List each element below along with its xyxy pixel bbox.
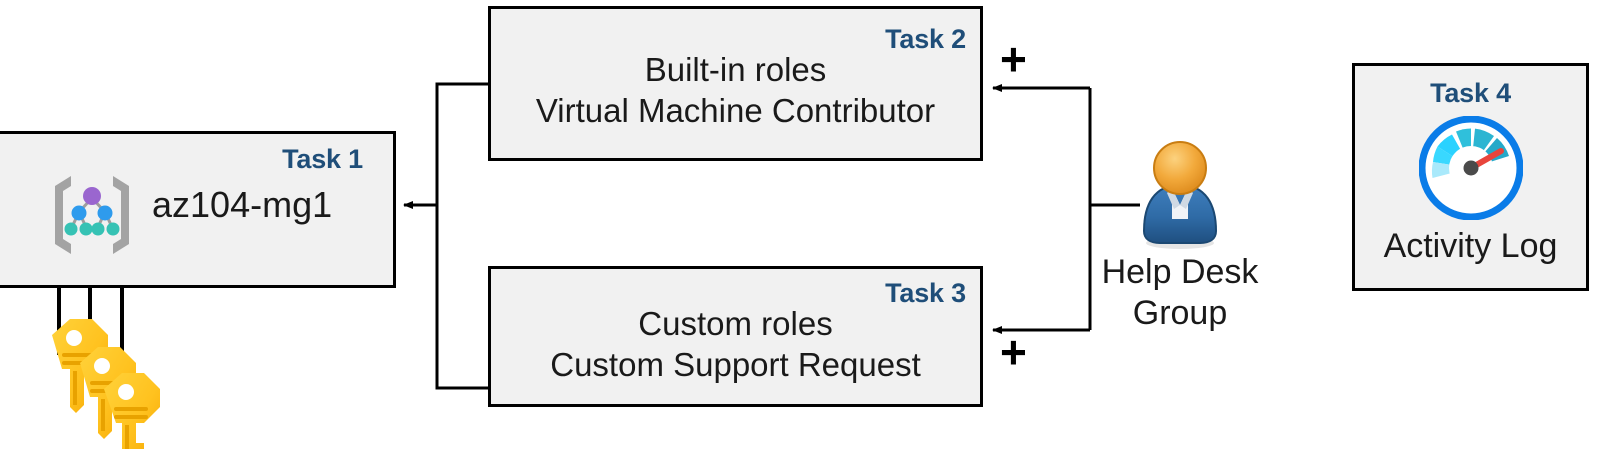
- task-1-label: Task 1: [282, 144, 363, 174]
- task-1-title: az104-mg1: [152, 184, 333, 225]
- task-4-label: Task 4: [1430, 78, 1511, 108]
- actor-label: Help Desk Group: [1068, 252, 1292, 335]
- task-3-line-1: Custom roles: [638, 305, 833, 342]
- task-3-box[interactable]: Task 3 Custom roles Custom Support Reque…: [488, 266, 983, 407]
- task-3-label: Task 3: [885, 278, 966, 308]
- task-2-line-1: Built-in roles: [644, 51, 827, 88]
- actor-label-line-1: Help Desk: [1101, 253, 1259, 291]
- task-4-box[interactable]: Task 4 Activity Log: [1352, 63, 1589, 291]
- task-2-line-2: Virtual Machine Contributor: [535, 91, 936, 129]
- task-4-title: Activity Log: [1383, 227, 1558, 265]
- task-2-box[interactable]: Task 2 Built-in roles Virtual Machine Co…: [488, 6, 983, 161]
- user-group-icon: [1142, 141, 1218, 249]
- plus-operator-top: +: [1000, 33, 1027, 85]
- gauge-icon: [1418, 116, 1523, 220]
- key-3: [104, 373, 160, 449]
- actor-label-line-2: Group: [1132, 294, 1228, 333]
- task-3-text: Custom roles Custom Support Request: [491, 304, 980, 386]
- task-3-line-2: Custom Support Request: [550, 345, 921, 383]
- plus-operator-bottom: +: [1000, 326, 1027, 378]
- task-2-text: Built-in roles Virtual Machine Contribut…: [491, 50, 980, 132]
- task-2-label: Task 2: [885, 24, 966, 54]
- keys-icon: [52, 319, 160, 449]
- task-1-box[interactable]: Task 1: [0, 131, 396, 288]
- management-group-icon: [55, 176, 129, 254]
- left-connector-group: [403, 82, 488, 390]
